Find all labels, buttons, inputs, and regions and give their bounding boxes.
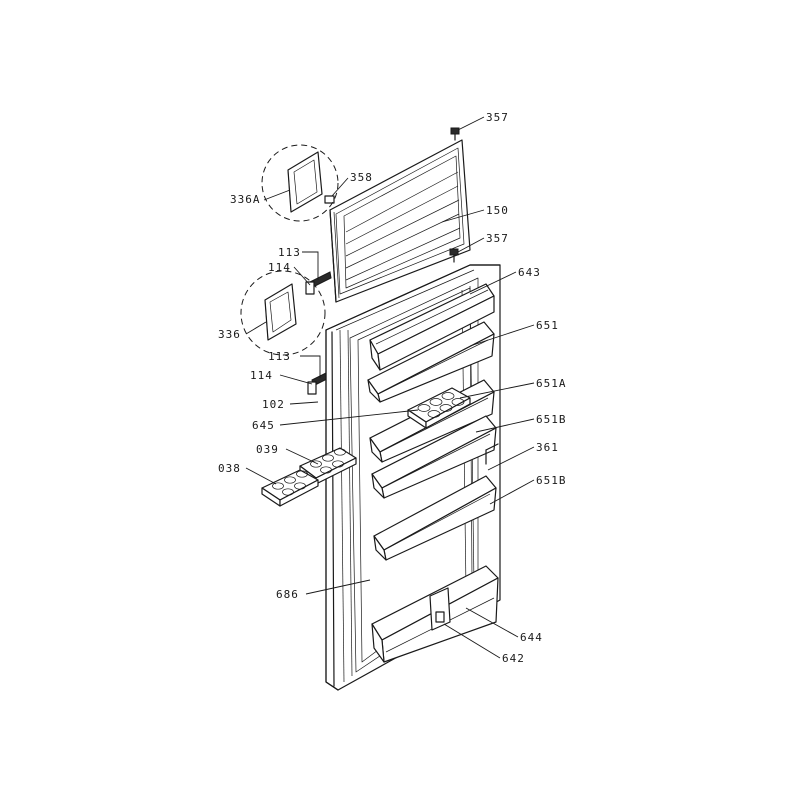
callout-651b-lower: 651B [536,474,567,487]
shelf-bracket [485,443,499,465]
leader-lines [245,116,535,659]
callout-357-top: 357 [486,111,509,124]
callout-114-upper: 114 [268,261,291,274]
callout-039: 039 [256,443,279,456]
callout-038: 038 [218,462,241,475]
callout-361: 361 [536,441,559,454]
bottle-retainer [429,587,451,631]
freezer-door [329,139,471,303]
hinge-upper [305,271,332,295]
callout-651: 651 [536,319,559,332]
egg-tray-038 [261,469,319,507]
callout-642: 642 [502,652,525,665]
callout-645: 645 [252,419,275,432]
callout-150: 150 [486,204,509,217]
callout-336: 336 [218,328,241,341]
callout-114-lower: 114 [250,369,273,382]
egg-tray-645 [407,387,471,429]
gasket-detail-upper [261,144,339,222]
hinge-pin-top [450,127,460,141]
callout-102: 102 [262,398,285,411]
callout-686: 686 [276,588,299,601]
callout-651a: 651A [536,377,567,390]
hinge-pin-middle [449,248,459,263]
gasket-detail-lower [240,270,326,356]
callout-336a: 336A [230,193,261,206]
door-shelf-651b-upper [371,415,497,499]
door-shelf-651 [367,321,495,403]
callout-651b-upper: 651B [536,413,567,426]
callout-113-upper: 113 [278,246,301,259]
top-shelf-cover [369,283,495,371]
callout-644: 644 [520,631,543,644]
callout-643: 643 [518,266,541,279]
bushing [324,195,335,204]
callout-357-middle: 357 [486,232,509,245]
door-shelf-651b-lower [373,475,497,561]
callout-358: 358 [350,171,373,184]
callout-113-lower: 113 [268,350,291,363]
callout-labels: 357 358 336A 150 357 113 114 643 336 651… [218,111,567,665]
